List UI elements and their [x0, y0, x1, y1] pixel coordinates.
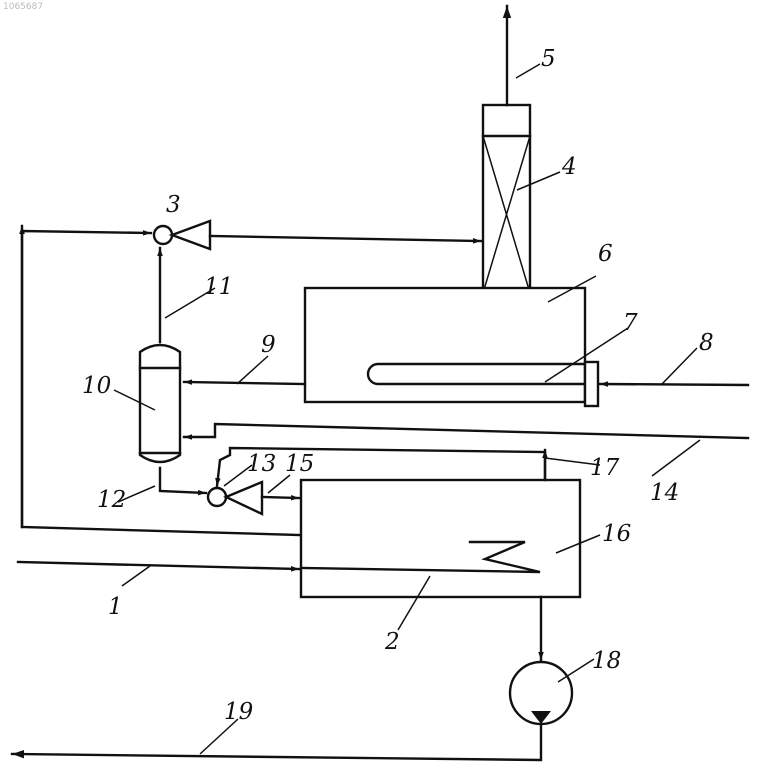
label-14: 14 — [650, 480, 679, 506]
label-16: 16 — [602, 521, 631, 547]
ejector-3-outlet — [210, 236, 481, 241]
label-17: 17 — [590, 455, 620, 481]
heat-exchanger-16 — [301, 480, 580, 597]
label-10: 10 — [82, 373, 111, 399]
stream-12 — [160, 468, 206, 493]
separator-10 — [140, 345, 180, 462]
column-4 — [483, 105, 530, 293]
label-6: 6 — [598, 241, 613, 267]
label-18: 18 — [592, 648, 621, 674]
label-9: 9 — [261, 332, 276, 358]
label-11: 11 — [204, 274, 233, 300]
label-8: 8 — [699, 330, 714, 356]
pump-18 — [510, 662, 572, 724]
label-7: 7 — [623, 310, 638, 336]
label-2: 2 — [384, 629, 400, 655]
label-4: 4 — [561, 154, 577, 180]
label-5: 5 — [541, 46, 556, 72]
document-id: 1065687 — [3, 2, 43, 12]
label-1: 1 — [108, 594, 123, 620]
label-12: 12 — [97, 487, 126, 513]
ejector-13-outlet — [262, 497, 299, 498]
ejector-3 — [154, 221, 210, 249]
stream-19 — [12, 724, 541, 760]
stream-8 — [600, 384, 748, 385]
stream-1 — [18, 562, 299, 569]
stream-14 — [184, 424, 748, 438]
stream-9 — [184, 382, 305, 384]
label-15: 15 — [285, 451, 314, 477]
label-3: 3 — [166, 192, 181, 218]
label-13: 13 — [247, 451, 276, 477]
label-19: 19 — [224, 699, 253, 725]
